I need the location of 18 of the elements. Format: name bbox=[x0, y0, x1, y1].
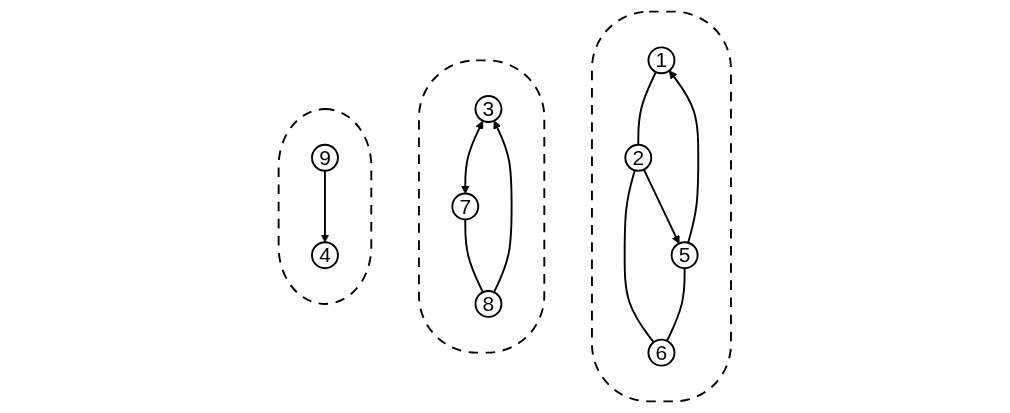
node-circle: 4 bbox=[311, 241, 340, 270]
arrow bbox=[669, 70, 700, 244]
node-circle: 5 bbox=[670, 241, 699, 270]
connector bbox=[666, 267, 686, 342]
connector bbox=[464, 218, 485, 294]
node-circle: 6 bbox=[647, 338, 676, 367]
connector bbox=[637, 71, 658, 146]
arrow bbox=[493, 120, 513, 294]
node-circle: 1 bbox=[647, 46, 676, 75]
connector bbox=[623, 169, 655, 344]
arrow bbox=[461, 120, 484, 194]
node-circle: 8 bbox=[474, 290, 503, 318]
node-circle: 9 bbox=[311, 143, 340, 172]
node-circle: 3 bbox=[474, 95, 503, 123]
node-circle: 2 bbox=[624, 143, 653, 172]
node-circle: 7 bbox=[451, 192, 480, 221]
arrow bbox=[643, 168, 680, 244]
arrow bbox=[321, 169, 330, 243]
